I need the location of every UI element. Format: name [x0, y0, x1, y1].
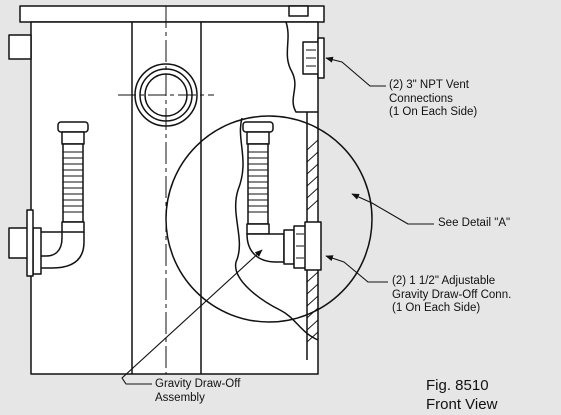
drawoff-conn-callout: (2) 1 1/2" Adjustable Gravity Draw-Off C…	[392, 275, 511, 316]
figure-caption: Fig. 8510 Front View	[426, 376, 497, 414]
vent-fitting-flange	[317, 37, 325, 79]
tank-body	[8, 5, 325, 375]
vent-callout-line1: (2) 3" NPT Vent	[389, 79, 469, 91]
drawoff-conn-callout-line3: (1 On Each Side)	[392, 302, 481, 314]
assembly-callout-line1: Gravity Draw-Off	[155, 378, 241, 390]
assembly-callout: Gravity Draw-Off Assembly	[155, 378, 240, 405]
right-drawoff-assembly	[242, 121, 322, 271]
drawoff-conn-callout-line2: Gravity Draw-Off Conn.	[392, 288, 512, 301]
left-drawoff-flange	[32, 227, 42, 275]
detail-a-circle	[165, 115, 373, 323]
drawoff-connection	[304, 221, 322, 271]
figure-number: Fig. 8510	[426, 377, 489, 394]
vent-leader	[325, 56, 386, 87]
detail-callout-line1: See Detail "A"	[438, 217, 511, 229]
left-drawoff-assembly	[26, 121, 89, 277]
drawoff-conn-leader	[325, 255, 388, 283]
inlet-mid-ring	[139, 68, 193, 122]
vent-callout-line3: (1 On Each Side)	[389, 106, 478, 118]
drawoff-conn-callout-line1: (2) 1 1/2" Adjustable	[392, 275, 496, 287]
inlet-outer-ring	[134, 63, 198, 127]
left-top-stub	[8, 34, 32, 60]
leader-lines	[121, 56, 434, 385]
assembly-leader	[121, 249, 263, 385]
cutaway-top-tear	[285, 21, 318, 113]
assembly-callout-line2: Assembly	[155, 391, 205, 404]
vent-callout-line2: Connections	[389, 92, 453, 105]
detail-leader	[351, 193, 434, 225]
detail-tear	[234, 117, 319, 341]
inlet-inner-ring	[144, 73, 188, 117]
vent-callout: (2) 3" NPT Vent Connections (1 On Each S…	[389, 79, 477, 120]
figure-view: Front View	[426, 396, 498, 413]
lid-notch	[288, 5, 309, 17]
detail-callout: See Detail "A"	[438, 217, 510, 231]
tank-top-lid	[19, 5, 325, 23]
